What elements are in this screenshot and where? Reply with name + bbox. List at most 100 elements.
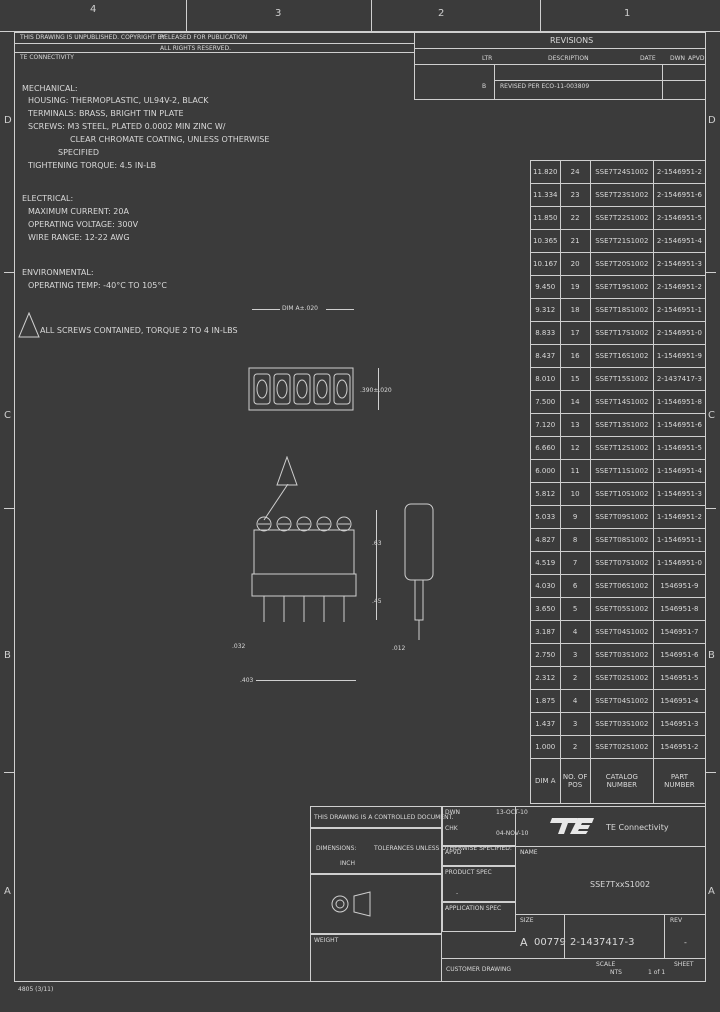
date2: 04-NOV-10 <box>496 830 529 837</box>
positions-cell: 5 <box>559 597 591 621</box>
dimensions-label: DIMENSIONS: <box>316 845 357 852</box>
form-number: 4805 (3/11) <box>18 986 54 993</box>
weight-label: WEIGHT <box>314 937 339 944</box>
catalog-number-cell: SSE7T04S1002 <box>589 689 654 713</box>
part-number-cell: 1546951-8 <box>652 597 707 621</box>
mech-title: MECHANICAL: <box>22 84 78 93</box>
note-triangle-icon <box>18 312 40 338</box>
dwn-label: DWN <box>445 809 461 816</box>
part-number-cell: 1-1546951-4 <box>652 459 707 483</box>
catalog-number-cell: SSE7T04S1002 <box>589 620 654 644</box>
tol-cell <box>310 828 442 874</box>
catalog-number-cell: SSE7T23S1002 <box>589 183 654 207</box>
size-value: A <box>520 936 528 949</box>
catalog-number-cell: SSE7T15S1002 <box>589 367 654 391</box>
positions-cell: 13 <box>559 413 591 437</box>
positions-cell: 2 <box>559 666 591 690</box>
positions-cell: 16 <box>559 344 591 368</box>
catalog-number-cell: SSE7T05S1002 <box>589 597 654 621</box>
dim-a-cell: 8.010 <box>530 367 561 391</box>
part-number-cell: 2-1546951-2 <box>652 160 707 184</box>
part-number-cell: 2-1546951-4 <box>652 229 707 253</box>
positions-cell: 23 <box>559 183 591 207</box>
part-number-cell: 1-1546951-5 <box>652 436 707 460</box>
screw-top <box>256 516 272 532</box>
size-label: SIZE <box>520 917 534 924</box>
sheet-value: 1 of 1 <box>648 969 666 976</box>
part-number-cell: 2-1437417-3 <box>652 367 707 391</box>
dwn-cell <box>442 806 516 846</box>
dim-403: .403 <box>240 677 254 684</box>
positions-cell: 14 <box>559 390 591 414</box>
screw-top <box>316 516 332 532</box>
dim-height: .390±.020 <box>360 387 392 394</box>
tb-rule <box>516 846 706 847</box>
zone-tick <box>706 272 716 273</box>
part-number-cell: 1-1546951-0 <box>652 551 707 575</box>
part-number-cell: 1546951-2 <box>652 735 707 759</box>
dim-line <box>326 309 354 310</box>
dim-a-cell: 1.437 <box>530 712 561 736</box>
catalog-number-cell: SSE7T12S1002 <box>589 436 654 460</box>
rev-col-ltr: LTR <box>482 55 493 62</box>
terminal-cell <box>253 373 271 405</box>
dim-a-cell: 4.030 <box>530 574 561 598</box>
catalog-number-cell: SSE7T03S1002 <box>589 712 654 736</box>
tb-divider <box>564 914 565 958</box>
positions-cell: 11 <box>559 459 591 483</box>
zone-label-top: 2 <box>438 8 445 19</box>
dim-pitch: DIM A±.020 <box>282 305 318 312</box>
housing-base <box>251 573 357 597</box>
chk-label: CHK <box>445 825 458 832</box>
part-number-cell: 2-1546951-5 <box>652 206 707 230</box>
dim-a-cell: 11.334 <box>530 183 561 207</box>
dim-a-cell: 8.437 <box>530 344 561 368</box>
rev-value: - <box>684 938 687 947</box>
product-spec-value: - <box>456 890 459 897</box>
app-spec-cell <box>442 902 516 932</box>
catalog-number-cell: SSE7T06S1002 <box>589 574 654 598</box>
mech-note: SPECIFIED <box>58 148 100 157</box>
dim-a-cell: 9.312 <box>530 298 561 322</box>
catalog-number-cell: SSE7T18S1002 <box>589 298 654 322</box>
screw-head <box>336 379 348 399</box>
part-number-cell: 2-1546951-6 <box>652 183 707 207</box>
env-note: OPERATING TEMP: -40°C TO 105°C <box>28 281 167 290</box>
tb-divider <box>664 914 665 958</box>
mech-note: HOUSING: THERMOPLASTIC, UL94V-2, BLACK <box>28 96 209 105</box>
rev-rule <box>414 64 706 65</box>
positions-cell: 6 <box>559 574 591 598</box>
dim-a-cell: 10.365 <box>530 229 561 253</box>
positions-cell: 21 <box>559 229 591 253</box>
part-number-cell: 2-1546951-1 <box>652 298 707 322</box>
screw-head <box>256 379 268 399</box>
positions-cell: 24 <box>559 160 591 184</box>
name-value: SSE7TxxS1002 <box>590 880 651 889</box>
elec-note: WIRE RANGE: 12-22 AWG <box>28 233 130 242</box>
note-triangle-icon <box>276 456 298 486</box>
dim-line <box>252 309 280 310</box>
screw-top <box>276 516 292 532</box>
connector-top-view <box>248 367 354 411</box>
catalog-number-cell: SSE7T08S1002 <box>589 528 654 552</box>
zone-label-right: C <box>708 410 715 421</box>
connector-side-view <box>404 503 434 640</box>
dim-a-cell: 2.312 <box>530 666 561 690</box>
catalog-number-cell: SSE7T09S1002 <box>589 505 654 529</box>
catalog-number-cell: SSE7T14S1002 <box>589 390 654 414</box>
catalog-number-cell: SSE7T19S1002 <box>589 275 654 299</box>
positions-cell: 4 <box>559 620 591 644</box>
drawing-number: 2-1437417-3 <box>570 937 635 948</box>
part-number-cell: 1546951-6 <box>652 643 707 667</box>
rev-col-divider <box>494 64 495 100</box>
zone-label-right: D <box>708 115 716 126</box>
screw-top <box>296 516 312 532</box>
